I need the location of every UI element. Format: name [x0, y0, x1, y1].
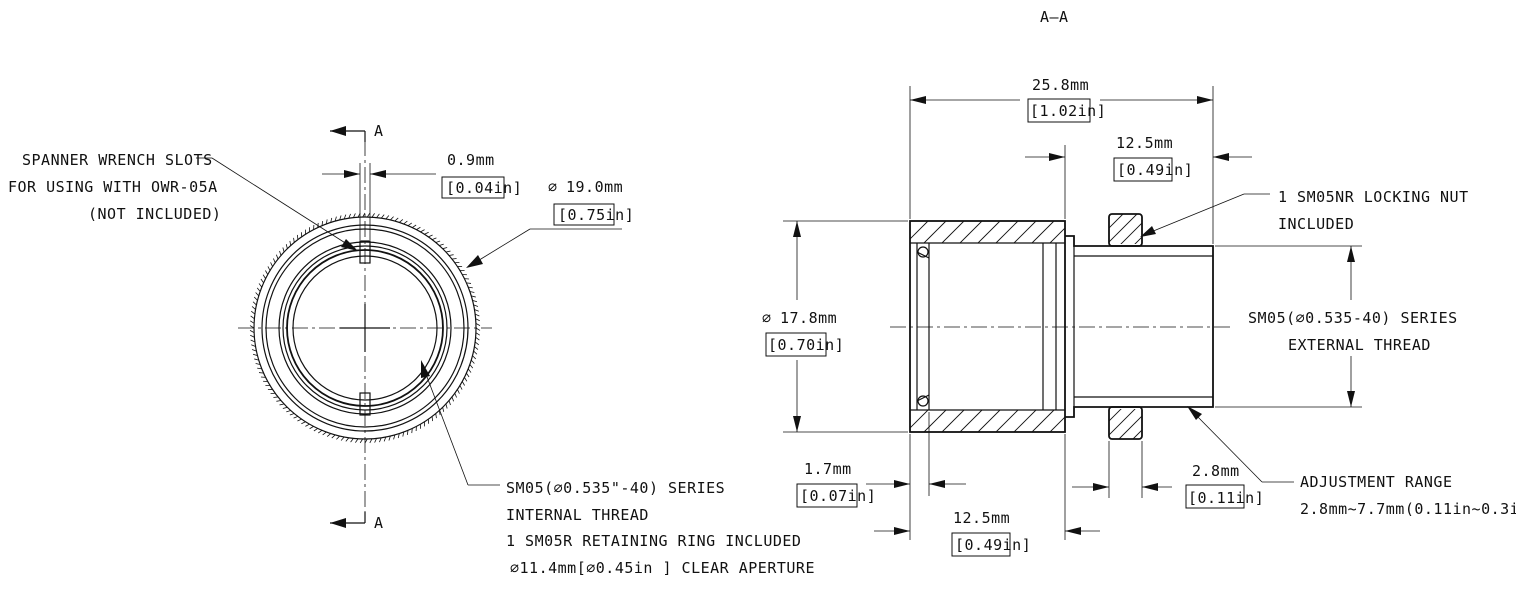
hatch-bottom-body: [910, 410, 1065, 432]
thread-line-3: 1 SM05R RETAINING RING INCLUDED: [506, 532, 801, 550]
section-title: A–A: [1040, 8, 1069, 26]
section-view: 25.8mm [1.02in] 12.5mm [0.49in] 1 SM05NR…: [762, 76, 1516, 557]
body-dia-symbol: ⌀: [762, 309, 772, 327]
body-length-in: [0.49in]: [955, 536, 1031, 554]
thread-length-top-mm: 12.5mm: [1116, 134, 1173, 152]
nut-width-in: [0.11in]: [1188, 489, 1264, 507]
slot-width-mm: 0.9mm: [447, 151, 495, 169]
ext-thread-line-2: EXTERNAL THREAD: [1288, 336, 1431, 354]
ring-offset-mm: 1.7mm: [804, 460, 852, 478]
hatch-top-nut: [1109, 214, 1142, 244]
nut-width-mm: 2.8mm: [1192, 462, 1240, 480]
body-dia-in: [0.70in]: [768, 336, 844, 354]
locking-nut-line-1: 1 SM05NR LOCKING NUT: [1278, 188, 1469, 206]
body-length-mm: 12.5mm: [953, 509, 1010, 527]
adjustment-line-2: 2.8mm~7.7mm(0.11in~0.3in): [1300, 500, 1516, 518]
outer-dia-symbol: ⌀: [548, 178, 558, 196]
hatch-bottom-nut: [1109, 409, 1142, 439]
thread-line-4: ⌀11.4mm[⌀0.45in ] CLEAR APERTURE: [510, 559, 815, 577]
knurled-edge: [249, 212, 481, 444]
outer-dia-mm: 19.0mm: [566, 178, 623, 196]
locking-nut-line-2: INCLUDED: [1278, 215, 1354, 233]
spanner-line-2: FOR USING WITH OWR-05A: [8, 178, 218, 196]
hatch-top-body: [910, 221, 1065, 243]
thread-line-1: SM05(⌀0.535"-40) SERIES: [506, 479, 725, 497]
thread-length-top-in: [0.49in]: [1117, 161, 1193, 179]
front-view: A A 0.9mm [0.04in] SPANNER WRENCH SLOTS …: [8, 122, 815, 577]
overall-length-in: [1.02in]: [1030, 102, 1106, 120]
spanner-line-3: (NOT INCLUDED): [88, 205, 221, 223]
ext-thread-line-1: SM05(⌀0.535-40) SERIES: [1248, 309, 1458, 327]
body-dia-mm: 17.8mm: [780, 309, 837, 327]
overall-length-mm: 25.8mm: [1032, 76, 1089, 94]
adjustment-line-1: ADJUSTMENT RANGE: [1300, 473, 1453, 491]
slot-width-in: [0.04in]: [446, 179, 522, 197]
ring-offset-in: [0.07in]: [800, 487, 876, 505]
cut-label-bottom: A: [374, 514, 384, 532]
spanner-line-1: SPANNER WRENCH SLOTS: [22, 151, 213, 169]
cut-label-top: A: [374, 122, 384, 140]
thread-line-2: INTERNAL THREAD: [506, 506, 649, 524]
outer-dia-in: [0.75in]: [558, 206, 634, 224]
